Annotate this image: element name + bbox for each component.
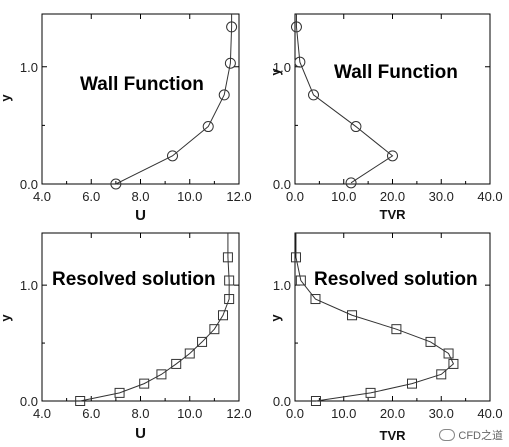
plot-frame	[294, 13, 491, 185]
data-point	[222, 252, 233, 263]
x-axis-label: U	[135, 207, 146, 224]
y-tick-label: 1.0	[20, 278, 38, 293]
plot-frame	[294, 232, 491, 402]
data-point	[295, 275, 306, 286]
x-tick-label: 10.0	[177, 189, 202, 204]
data-point	[202, 121, 214, 133]
wechat-icon	[439, 429, 456, 441]
data-point	[139, 378, 150, 389]
annotation-label: Resolved solution	[52, 269, 216, 290]
x-tick-label: 12.0	[226, 189, 251, 204]
chart-tl: 4.0 6.0 8.0 10.0 12.0 0.0 1.0Uy Wall Function	[0, 13, 252, 224]
x-tick-label: 10.0	[331, 189, 356, 204]
annotation-label: Wall Function	[334, 62, 458, 83]
plot-frame	[41, 232, 240, 402]
y-tick-label: 1.0	[273, 278, 291, 293]
x-tick-label: 40.0	[477, 189, 502, 204]
y-tick-label: 0.0	[273, 394, 291, 409]
y-axis-label: y	[0, 314, 13, 322]
data-point	[443, 348, 454, 359]
data-point	[197, 336, 208, 347]
series-line	[295, 233, 455, 402]
data-point	[218, 89, 230, 101]
data-point	[308, 89, 320, 101]
y-axis-label: y	[268, 314, 283, 322]
data-point	[224, 275, 235, 286]
data-point	[425, 336, 436, 347]
data-point	[310, 294, 321, 305]
data-point	[294, 56, 306, 68]
annotation-label: Resolved solution	[314, 269, 478, 290]
x-tick-label: 40.0	[477, 406, 502, 421]
x-tick-label: 8.0	[131, 189, 149, 204]
data-point	[114, 387, 125, 398]
y-tick-label: 1.0	[20, 60, 38, 75]
data-point	[156, 369, 167, 380]
data-point	[110, 178, 122, 190]
x-axis-label: U	[135, 425, 146, 442]
y-tick-label: 1.0	[273, 60, 291, 75]
x-tick-label: 10.0	[331, 406, 356, 421]
x-tick-label: 4.0	[33, 189, 51, 204]
data-point	[184, 348, 195, 359]
data-point	[391, 324, 402, 335]
y-tick-label: 0.0	[273, 177, 291, 192]
y-axis-label: y	[0, 94, 13, 102]
x-axis-label: TVR	[380, 207, 407, 222]
x-tick-label: 8.0	[131, 406, 149, 421]
x-tick-label: 30.0	[429, 406, 454, 421]
watermark: CFD之道	[439, 427, 503, 443]
y-axis-label: y	[268, 68, 283, 76]
watermark-text: CFD之道	[458, 430, 503, 442]
data-point	[387, 150, 398, 162]
data-point	[224, 294, 235, 305]
data-point	[347, 310, 358, 321]
x-tick-label: 10.0	[177, 406, 202, 421]
data-point	[217, 310, 228, 321]
x-tick-label: 12.0	[226, 406, 251, 421]
series-line	[295, 14, 394, 184]
data-point	[310, 396, 321, 406]
series-line	[80, 233, 230, 402]
x-tick-label: 6.0	[82, 189, 100, 204]
data-point	[365, 387, 376, 398]
data-point	[226, 21, 238, 33]
plot-frame	[41, 13, 240, 185]
y-tick-label: 0.0	[20, 394, 38, 409]
data-point	[171, 358, 182, 369]
x-tick-label: 30.0	[429, 189, 454, 204]
data-point	[345, 177, 357, 189]
annotation-label: Wall Function	[80, 74, 204, 95]
data-point	[407, 378, 417, 389]
data-point	[436, 369, 447, 380]
series-line	[115, 14, 233, 185]
data-point	[290, 21, 302, 33]
x-tick-label: 4.0	[33, 406, 51, 421]
data-point	[75, 396, 86, 406]
data-point	[209, 324, 220, 335]
y-tick-label: 0.0	[20, 177, 38, 192]
x-tick-label: 0.0	[286, 406, 304, 421]
data-point	[350, 121, 362, 133]
x-tick-label: 0.0	[286, 189, 304, 204]
data-point	[224, 57, 236, 69]
data-point	[290, 252, 301, 263]
chart-bl: 4.0 6.0 8.0 10.0 12.0 0.0 1.0Uy Resolved soluti…	[0, 232, 252, 442]
x-tick-label: 20.0	[380, 406, 405, 421]
x-tick-label: 6.0	[82, 406, 100, 421]
data-point	[167, 150, 179, 162]
data-point	[448, 358, 459, 369]
x-tick-label: 20.0	[380, 189, 405, 204]
x-axis-label: TVR	[380, 428, 407, 443]
